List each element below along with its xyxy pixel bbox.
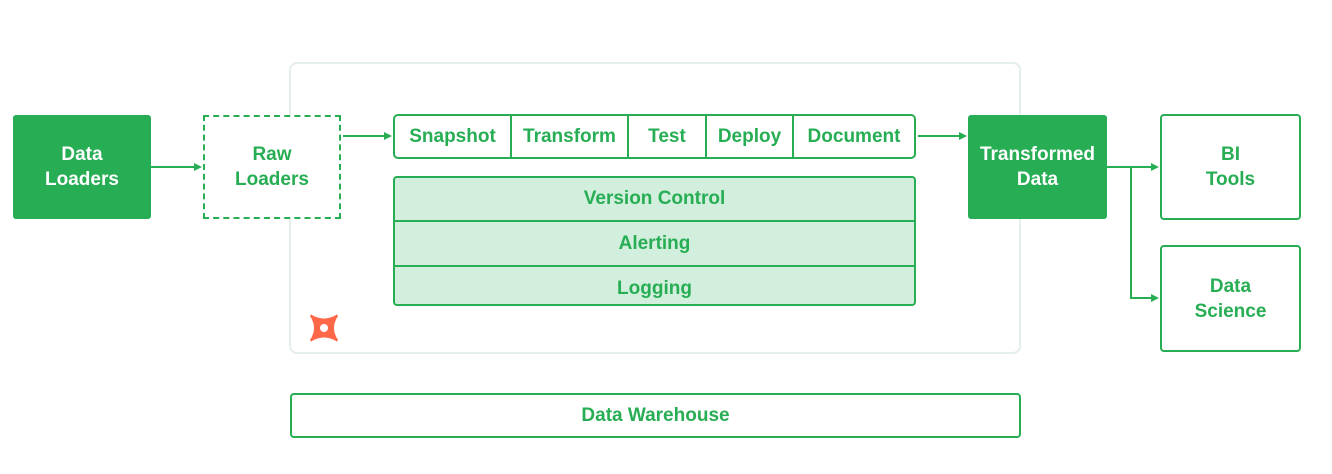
arrowhead-transformed bbox=[959, 132, 967, 140]
step-test: Test bbox=[627, 116, 705, 157]
bi-tools-line-2: Tools bbox=[1205, 169, 1256, 190]
data-science-line-1: Data bbox=[1209, 275, 1252, 297]
service-version-control: Version Control bbox=[583, 188, 726, 209]
arrowhead-science bbox=[1151, 294, 1159, 302]
arrowhead-raw bbox=[194, 163, 202, 171]
step-document: Document bbox=[792, 116, 914, 157]
bi-tools-node: BI Tools bbox=[1160, 114, 1301, 220]
data-science-node: Data Science bbox=[1160, 245, 1301, 352]
service-alerting: Alerting bbox=[395, 220, 914, 265]
transformed-data-line-2: Data bbox=[1016, 169, 1059, 190]
raw-loaders-node: Raw Loaders bbox=[203, 115, 341, 219]
transformed-data-node: Transformed Data bbox=[968, 115, 1107, 219]
data-loaders-line-1: Data bbox=[61, 144, 103, 165]
services-stack: Version Control Alerting Logging bbox=[393, 176, 916, 306]
step-snapshot: Snapshot bbox=[409, 125, 496, 147]
data-loaders-node: Data Loaders bbox=[13, 115, 151, 219]
arrowhead-bi bbox=[1151, 163, 1159, 171]
data-warehouse-bar: Data Warehouse bbox=[290, 393, 1021, 438]
arrowhead-steps bbox=[384, 132, 392, 140]
arrow-transformed-to-science bbox=[1130, 167, 1152, 299]
raw-loaders-line-1: Raw bbox=[252, 144, 292, 165]
step-transform: Transform bbox=[510, 116, 627, 157]
data-loaders-line-2: Loaders bbox=[45, 169, 119, 190]
raw-loaders-line-2: Loaders bbox=[235, 169, 309, 190]
workflow-steps-bar: Snapshot Transform Test Deploy Document bbox=[393, 114, 916, 159]
step-deploy: Deploy bbox=[705, 116, 792, 157]
service-logging: Logging bbox=[395, 265, 914, 304]
data-science-line-2: Science bbox=[1194, 300, 1267, 322]
bi-tools-line-1: BI bbox=[1220, 144, 1240, 165]
transformed-data-line-1: Transformed bbox=[979, 144, 1096, 165]
data-warehouse-label: Data Warehouse bbox=[581, 405, 730, 426]
dbt-logo-icon bbox=[310, 314, 338, 342]
